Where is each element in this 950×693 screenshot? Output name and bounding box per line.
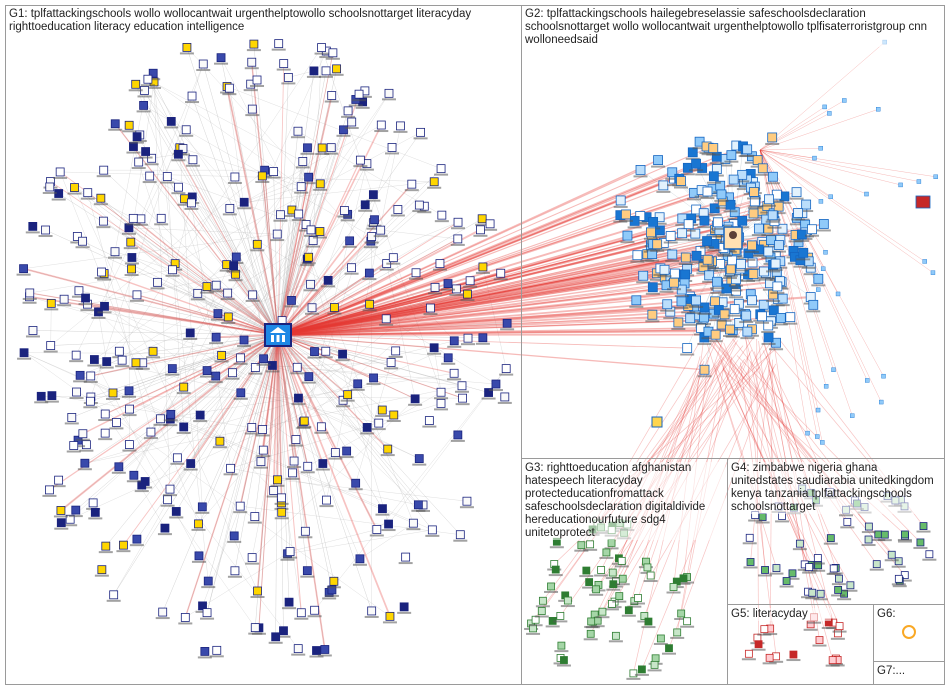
group-g5-label: G5: literacyday <box>731 608 831 621</box>
group-g2-label: G2: tplfattackingschools hailegebreselas… <box>525 8 937 47</box>
group-g6-label: G6: <box>877 608 917 621</box>
group-g7-label: G7:... <box>877 665 937 678</box>
group-g1-label: G1: tplfattackingschools wollo wollocant… <box>9 8 514 34</box>
group-g1-box <box>5 5 522 685</box>
group-g2-box <box>521 5 945 459</box>
group-g3-label: G3: righttoeducation afghanistan hatespe… <box>525 462 725 540</box>
group-g4-label: G4: zimbabwe nigeria ghana unitedstates … <box>731 462 943 514</box>
